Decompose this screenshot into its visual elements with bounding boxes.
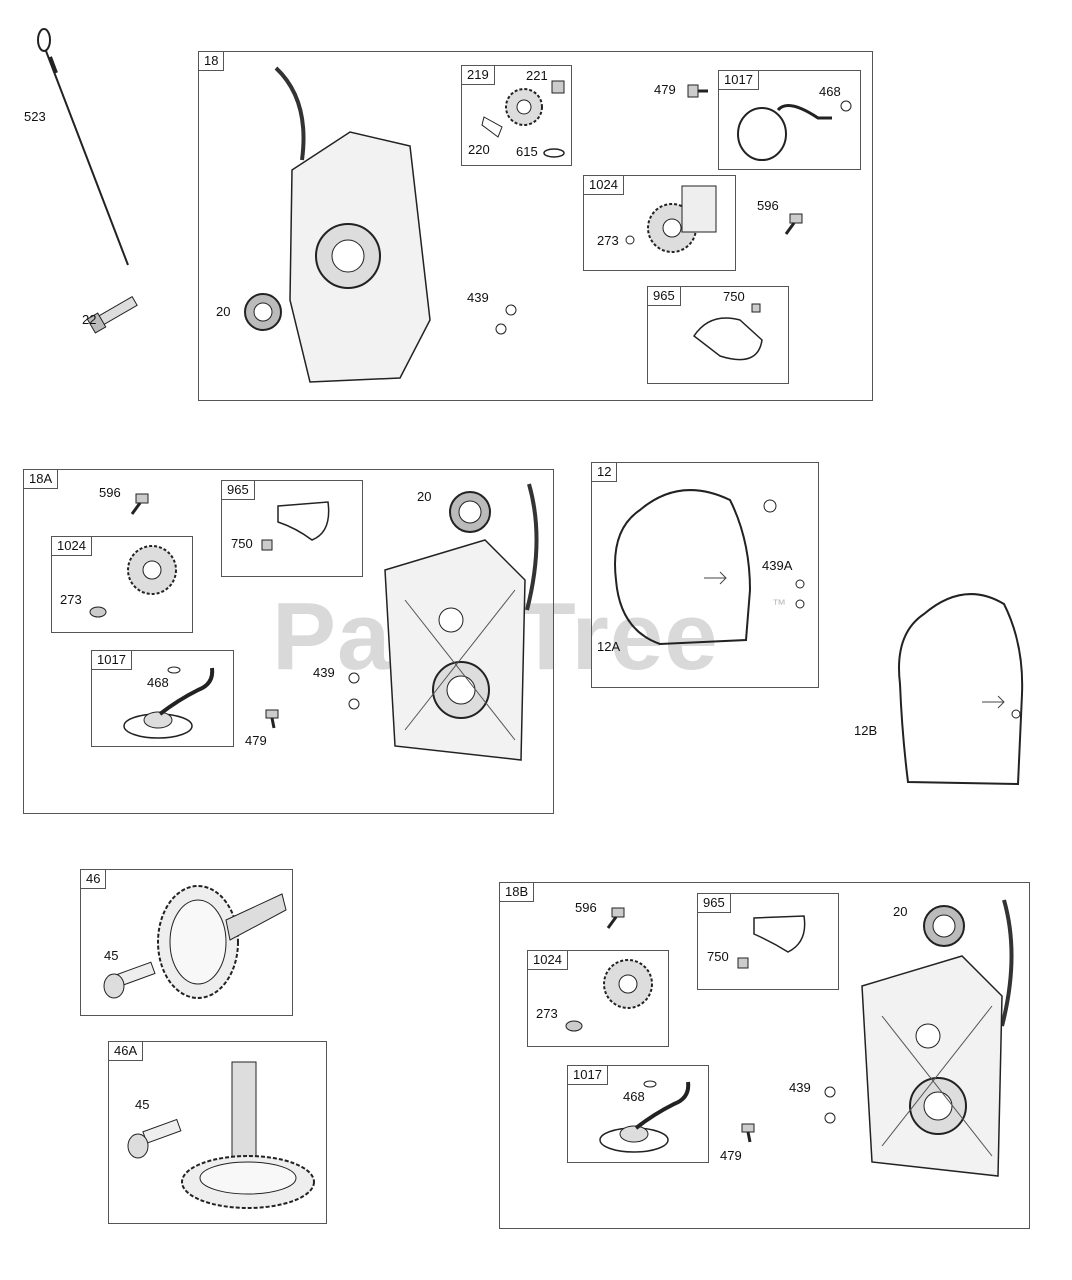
callout-523: 523 [24, 109, 46, 124]
callout-750-a: 750 [723, 289, 745, 304]
callout-22: 22 [82, 312, 97, 327]
group-label-18: 18 [198, 51, 225, 71]
group-label-12: 12 [591, 462, 618, 482]
callout-479-a: 479 [654, 82, 676, 97]
group-1017-a: 1017 [718, 70, 861, 170]
screw-596-c-illustration [606, 907, 625, 929]
callout-12A: 12A [597, 639, 621, 654]
callout-468-b: 468 [147, 675, 169, 690]
group-965-a: 965 [647, 286, 789, 384]
crankcase-cover-18B-illustration [861, 899, 1014, 1177]
camshaft-46A-illustration [127, 1061, 315, 1209]
screw-479-a-illustration [687, 84, 708, 98]
group-label-965-a: 965 [647, 286, 681, 306]
oil-pickup-1017-a-illustration [737, 100, 852, 161]
group-1017-b: 1017 [91, 650, 234, 747]
callout-750-c: 750 [707, 949, 729, 964]
group-label-18A: 18A [23, 469, 59, 489]
callout-273-b: 273 [60, 592, 82, 607]
group-label-1017-a: 1017 [718, 70, 759, 90]
group-1017-c: 1017 [567, 1065, 709, 1163]
oil-pickup-1017-b-illustration [123, 666, 215, 739]
callout-45-b: 45 [135, 1097, 150, 1112]
trademark-mark: ™ [772, 596, 786, 612]
callout-479-b: 479 [245, 733, 267, 748]
group-label-1024-c: 1024 [527, 950, 568, 970]
callout-596-b: 596 [99, 485, 121, 500]
cover-965-c-illustration [737, 915, 806, 969]
callout-615: 615 [516, 144, 538, 159]
group-46: 46 [80, 869, 293, 1016]
o-rings-439-b-illustration [348, 672, 360, 710]
o-rings-439-c-illustration [824, 1086, 836, 1124]
screw-596-a-illustration [784, 213, 803, 235]
group-label-1017-b: 1017 [91, 650, 132, 670]
callout-439-a: 439 [467, 290, 489, 305]
gasket-12A-illustration [614, 489, 805, 646]
group-18: 18 [198, 51, 873, 401]
screw-596-b-illustration [130, 493, 149, 515]
group-12: 12 [591, 462, 819, 688]
group-label-46A: 46A [108, 1041, 144, 1061]
callout-439A: 439A [762, 558, 793, 573]
group-label-1024-b: 1024 [51, 536, 92, 556]
callout-221: 221 [526, 68, 548, 83]
group-1024-c: 1024 [527, 950, 669, 1047]
callout-273-a: 273 [597, 233, 619, 248]
cover-965-b-illustration [261, 501, 330, 551]
callout-12B: 12B [854, 723, 878, 738]
group-label-219: 219 [461, 65, 495, 85]
o-rings-439-a-illustration [495, 304, 517, 335]
group-18A: 18A [23, 469, 554, 814]
group-label-46: 46 [80, 869, 107, 889]
oil-pickup-1017-c-illustration [599, 1080, 691, 1153]
group-219: 219 [461, 65, 572, 166]
group-label-965-b: 965 [221, 480, 255, 500]
callout-20-a: 20 [216, 304, 231, 319]
callout-220: 220 [468, 142, 490, 157]
seal-20-b-illustration [449, 491, 491, 533]
callout-468-c: 468 [623, 1089, 645, 1104]
dipstick-illustration [37, 28, 138, 334]
callout-439-b: 439 [313, 665, 335, 680]
governor-gear-illustration [481, 80, 565, 158]
gasket-12B-illustration [898, 593, 1024, 786]
oil-pump-1024-a-illustration [625, 185, 717, 253]
crankcase-cover-18A-illustration [384, 483, 539, 761]
group-label-18B: 18B [499, 882, 535, 902]
group-1024-a: 1024 [583, 175, 736, 271]
callout-273-c: 273 [536, 1006, 558, 1021]
camshaft-46-illustration [103, 885, 287, 999]
group-965-c: 965 [697, 893, 839, 990]
callout-596-a: 596 [757, 198, 779, 213]
group-label-1017-c: 1017 [567, 1065, 608, 1085]
group-1024-b: 1024 [51, 536, 193, 633]
group-label-965-c: 965 [697, 893, 731, 913]
callout-468-a: 468 [819, 84, 841, 99]
group-46A: 46A [108, 1041, 327, 1224]
group-965-b: 965 [221, 480, 363, 577]
oil-pump-1024-b-illustration [89, 545, 177, 618]
group-label-1024-a: 1024 [583, 175, 624, 195]
cover-965-a-illustration [692, 303, 763, 361]
callout-479-c: 479 [720, 1148, 742, 1163]
callout-20-c: 20 [893, 904, 908, 919]
oil-pump-1024-c-illustration [565, 959, 653, 1032]
screw-479-b-illustration [265, 709, 279, 729]
callout-750-b: 750 [231, 536, 253, 551]
callout-45-a: 45 [104, 948, 119, 963]
seal-20-c-illustration [923, 905, 965, 947]
screw-479-c-illustration [741, 1123, 755, 1143]
crankcase-cover-18-illustration [244, 66, 431, 383]
callout-439-c: 439 [789, 1080, 811, 1095]
callout-596-c: 596 [575, 900, 597, 915]
group-18B: 18B [499, 882, 1030, 1229]
callout-20-b: 20 [417, 489, 432, 504]
